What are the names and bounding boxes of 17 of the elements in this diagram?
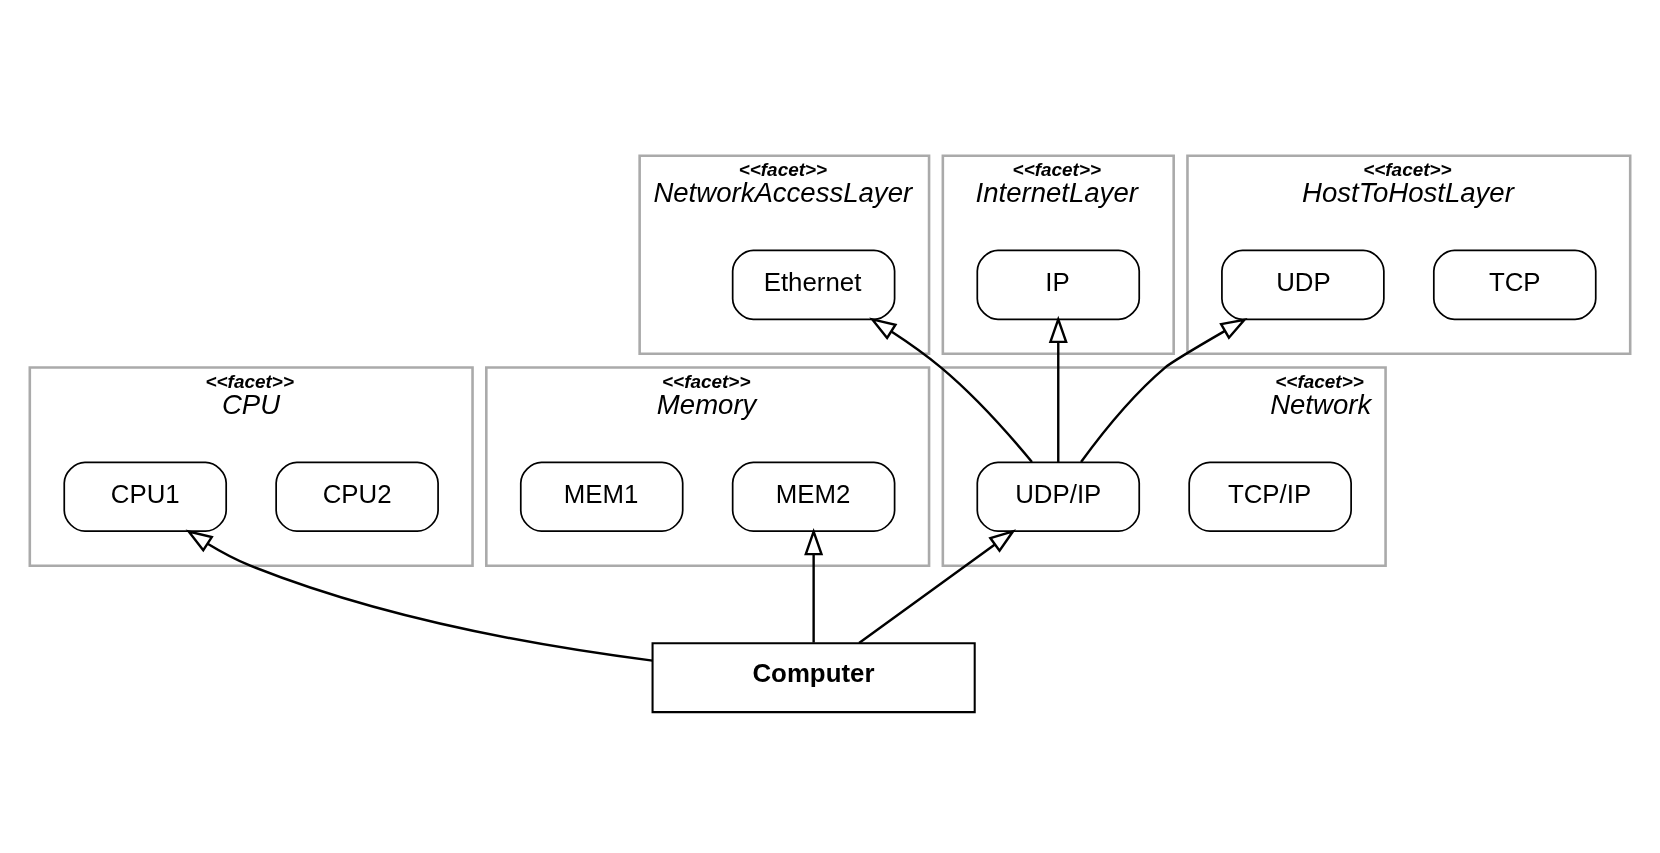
node-box: CPU2 <box>275 460 439 532</box>
arrow <box>804 527 824 643</box>
node-box: MEM2 <box>731 460 896 532</box>
node-box: IP <box>976 249 1141 320</box>
arrow <box>185 529 653 662</box>
node-box: TCP <box>1432 249 1597 320</box>
node-box: MEM1 <box>519 460 684 532</box>
node-box: CPU1 <box>63 460 228 532</box>
node-box: Ethernet <box>731 249 896 320</box>
arrow <box>869 317 1033 463</box>
arrow <box>858 528 1016 644</box>
node-box: Computer <box>651 641 976 713</box>
node-box: TCP/IP <box>1188 460 1352 532</box>
arrow <box>1080 317 1248 463</box>
node-box: UDP/IP <box>976 460 1141 532</box>
node-box: UDP <box>1221 249 1385 320</box>
arrow <box>1048 315 1068 462</box>
